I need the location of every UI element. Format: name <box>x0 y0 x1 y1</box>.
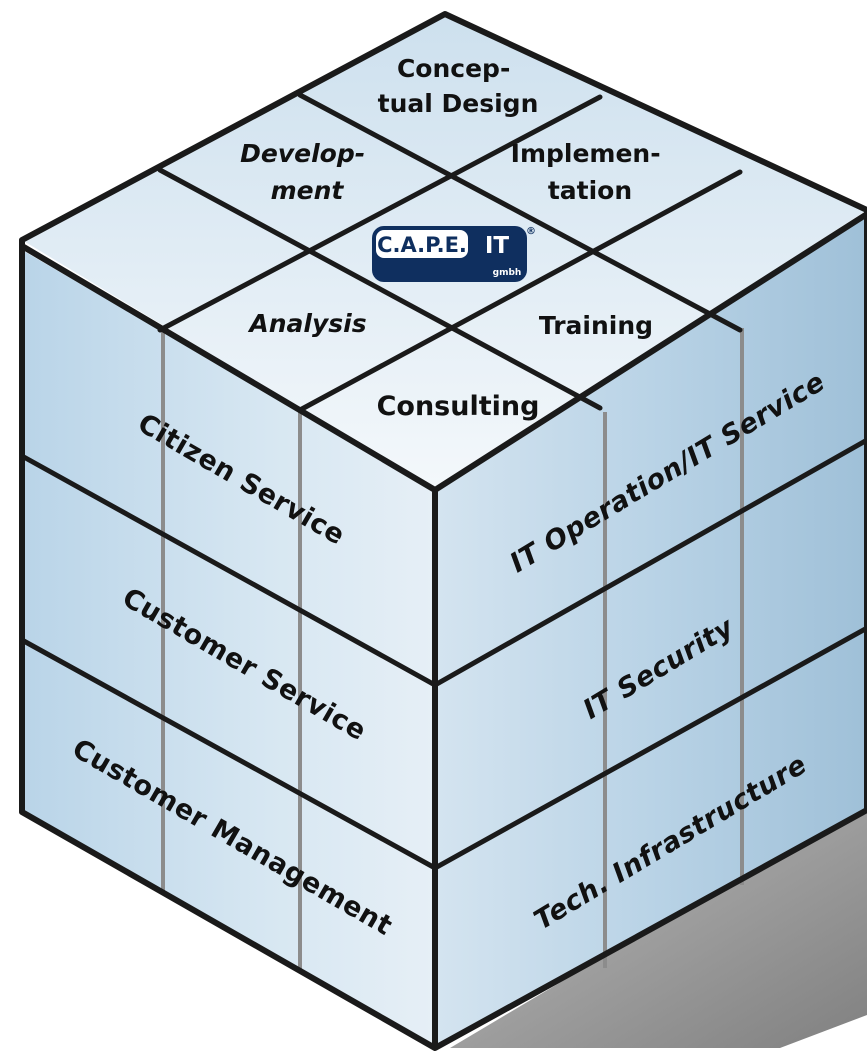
capeit-logo: C.A.P.E. IT gmbh ® <box>372 226 536 282</box>
top-label-consulting: Consulting <box>377 391 540 422</box>
top-label-development: Develop- ment <box>240 139 374 205</box>
top-face-grid <box>157 92 743 413</box>
top-label-training: Training <box>539 311 653 340</box>
top-label-conceptual-design: Concep- tual Design <box>378 54 539 118</box>
logo-suffix: gmbh <box>493 268 522 278</box>
left-face-column-dividers <box>161 330 302 972</box>
left-face <box>22 250 435 1048</box>
logo-brand-plate <box>376 230 468 258</box>
cube-front-edges <box>20 211 867 1048</box>
logo-registered: ® <box>526 226 536 237</box>
top-label-analysis: Analysis <box>247 309 366 338</box>
logo-it: IT <box>485 233 510 259</box>
cube-outline <box>19 11 867 1051</box>
top-label-implementation: Implemen- tation <box>511 139 670 205</box>
logo-brand: C.A.P.E. <box>377 233 467 257</box>
right-face-column-dividers <box>603 328 744 968</box>
